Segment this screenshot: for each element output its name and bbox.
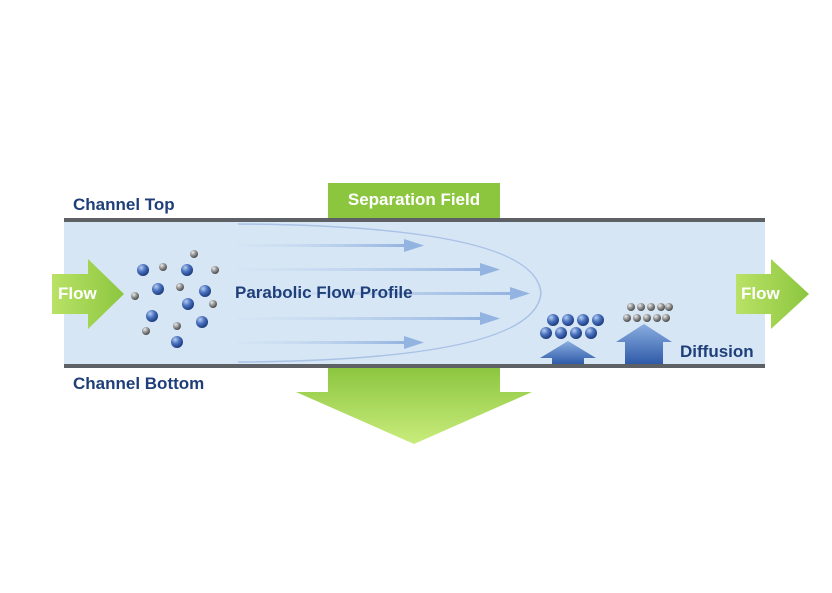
parabolic-profile-curve (237, 223, 542, 363)
small-particle (131, 292, 139, 300)
large-particle (182, 298, 194, 310)
large-particle (181, 264, 193, 276)
flow-vector-1 (238, 239, 424, 252)
flow-out-arrow-icon (736, 259, 809, 329)
separation-field-label: Separation Field (347, 190, 481, 209)
small-particle (623, 314, 631, 322)
up-arrow-icon (616, 324, 672, 364)
large-particle (152, 283, 164, 295)
small-particle (173, 322, 181, 330)
small-particle (643, 314, 651, 322)
large-particle (547, 314, 559, 326)
flow-vector-4 (238, 312, 500, 325)
small-particle (142, 327, 150, 335)
large-particle (592, 314, 604, 326)
large-particle (146, 310, 158, 322)
small-particle (209, 300, 217, 308)
large-particle (199, 285, 211, 297)
flow-vector-5 (238, 336, 424, 349)
large-particle (196, 316, 208, 328)
small-particle (211, 266, 219, 274)
flow-vectors (238, 239, 530, 349)
flow-vector-2 (238, 263, 500, 276)
small-particle (627, 303, 635, 311)
large-particle (577, 314, 589, 326)
small-particle (665, 303, 673, 311)
flow-out-label: Flow (741, 284, 780, 303)
large-particle (555, 327, 567, 339)
small-particle (647, 303, 655, 311)
small-particle (633, 314, 641, 322)
small-particle (637, 303, 645, 311)
large-particle-band (540, 314, 604, 339)
up-arrow-icon (540, 341, 596, 364)
large-particle (570, 327, 582, 339)
large-particle (137, 264, 149, 276)
flow-in-label: Flow (58, 284, 97, 303)
small-particle (662, 314, 670, 322)
small-particle (653, 314, 661, 322)
flow-vector-3 (238, 287, 530, 300)
large-particle (585, 327, 597, 339)
channel-bottom-label: Channel Bottom (73, 374, 205, 393)
channel-top-label: Channel Top (73, 195, 175, 214)
flow-in-arrow-icon (52, 259, 124, 329)
small-particle-band (623, 303, 673, 322)
down-arrow-icon (296, 368, 532, 444)
small-particle (657, 303, 665, 311)
small-particle (176, 283, 184, 291)
large-particle (540, 327, 552, 339)
large-particle (562, 314, 574, 326)
small-particle (159, 263, 167, 271)
large-particle (171, 336, 183, 348)
diffusion-label: Diffusion (680, 342, 754, 361)
parabolic-flow-profile-label: Parabolic Flow Profile (235, 283, 413, 302)
particle-mixture (131, 250, 219, 348)
small-particle (190, 250, 198, 258)
separation-field-tab (328, 183, 500, 218)
